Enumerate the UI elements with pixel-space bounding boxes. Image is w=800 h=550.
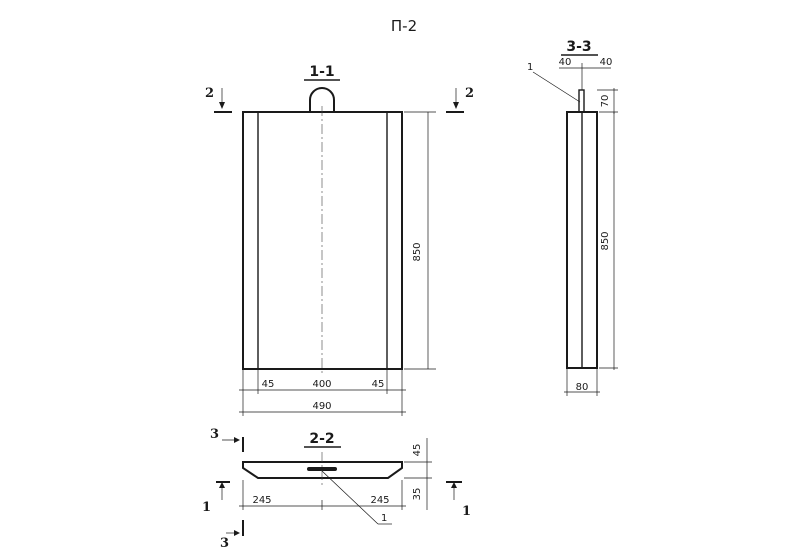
plan-cut-top-arrowhead [234,437,240,443]
plan-cut-top-label: 3 [210,427,219,442]
plan-dim-bottom-thickness: 35 [412,488,423,501]
plan-dim-top-thickness: 45 [412,444,423,457]
plan-cut-right-arrowhead [451,482,457,488]
side-position-leader [532,71,581,103]
front-dim-middle: 400 [312,379,331,390]
front-lifting-loop [309,87,335,112]
plan-cut-left-label: 1 [202,500,211,515]
drawing-title: П-2 [391,17,417,35]
front-dim-total-width: 490 [312,401,331,412]
plan-section-label: 2-2 [309,431,334,447]
front-cut-left-label: 2 [205,86,214,101]
plan-dim-left-half: 245 [252,495,271,506]
side-position-label: 1 [527,62,533,73]
front-height-dim: 850 [412,242,423,261]
plan-cut-bottom-label: 3 [220,536,229,550]
side-dim-width: 80 [576,382,589,393]
plan-view: 2-2 3 3 1 1 245 245 45 [202,427,471,550]
plan-position-leader [321,470,379,525]
side-dim-height: 850 [600,231,611,250]
plan-cut-right-label: 1 [462,504,471,519]
front-panel-outline [242,111,403,370]
plan-section-shape [242,461,403,479]
front-cut-right-arrowhead [453,102,459,109]
plan-loop-bar [307,467,337,471]
side-dim-loop: 70 [600,95,611,108]
plan-position-label: 1 [381,513,387,524]
front-cut-left-arrowhead [219,102,225,109]
front-cut-right-label: 2 [465,86,474,101]
front-view: 1-1 2 2 850 45 400 45 490 [205,64,474,416]
front-section-label: 1-1 [309,64,334,80]
side-dim-top-right: 40 [600,57,613,68]
side-loop-stub [578,89,585,113]
side-section-label: 3-3 [566,39,591,55]
front-dim-right-strip: 45 [372,379,385,390]
plan-dim-right-half: 245 [370,495,389,506]
side-view: 3-3 40 40 1 70 850 80 [527,39,618,396]
plan-cut-left-arrowhead [219,482,225,488]
front-dim-left-strip: 45 [262,379,275,390]
plan-cut-bottom-arrowhead [234,530,240,536]
side-dim-top-left: 40 [559,57,572,68]
